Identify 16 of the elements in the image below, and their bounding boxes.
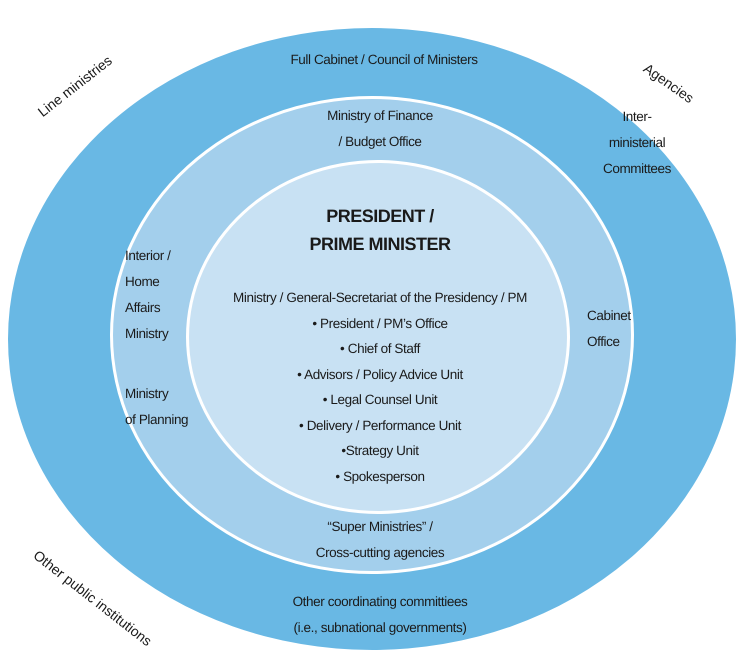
list-item-text: • President / PM’s Office: [311, 314, 449, 332]
ellipse-label: Ministry of Planning: [125, 385, 190, 429]
ellipse-label: Full Cabinet / Council of Ministers: [289, 51, 479, 69]
list-item-text: • Legal Counsel Unit: [322, 391, 438, 409]
ellipse-label: Ministry / General-Secretariat of the Presidency / PM: [232, 289, 528, 307]
ellipse-label: Interior / Home Affairs Ministry: [125, 247, 172, 343]
title-text: PRESIDENT / PRIME MINISTER: [308, 205, 452, 256]
list-item-text: • Delivery / Performance Unit: [298, 416, 462, 435]
ellipse-label: Other coordinating committiees (i.e., subnational governments): [292, 593, 468, 637]
list-item-text: •Strategy Unit: [340, 442, 420, 460]
list-item-text: • Chief of Staff: [339, 340, 422, 358]
ellipse-label: Cabinet Office: [587, 307, 632, 351]
ellipse-label: Ministry of Finance / Budget Office: [326, 107, 434, 151]
ellipse-label: “Super Ministries” / Cross-cutting agencies: [314, 518, 446, 562]
list-item-text: • Spokesperson: [334, 468, 426, 486]
list-item-text: • Advisors / Policy Advice Unit: [296, 366, 464, 384]
